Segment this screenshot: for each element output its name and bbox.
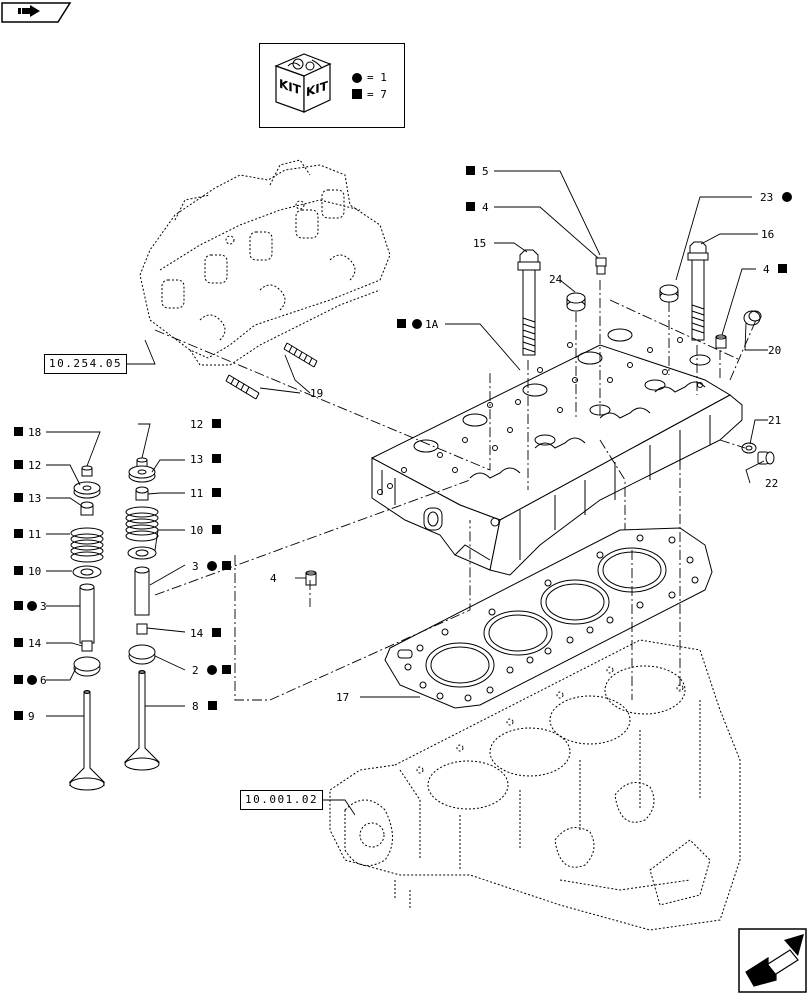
exhaust-manifold-drawing — [139, 159, 391, 366]
callout-10-right: 10 — [190, 524, 203, 537]
plug-5 — [595, 257, 607, 275]
head-gasket-drawing — [384, 527, 713, 709]
callout-18: 18 — [28, 426, 41, 439]
cylinder-head-valve-seats — [469, 381, 706, 479]
callout-19: 19 — [310, 387, 323, 400]
washer-21 — [741, 442, 757, 454]
previous-page-icon[interactable] — [0, 0, 72, 28]
callout-20: 20 — [768, 344, 781, 357]
callout-12-left: 12 — [28, 459, 41, 472]
kit-legend: KIT KIT = 1 = 7 — [259, 43, 405, 128]
cylinder-head-drawing — [370, 328, 743, 576]
callout-17: 17 — [336, 691, 349, 704]
cup-plug-20 — [743, 310, 762, 326]
callout-6: 6 — [40, 674, 47, 687]
callout-24: 24 — [549, 273, 563, 286]
kit-box-icon — [274, 53, 362, 113]
kit-markers — [14, 166, 792, 720]
callout-13-right: 13 — [190, 453, 203, 466]
manifold-studs — [225, 342, 318, 400]
callout-9: 9 — [28, 710, 35, 723]
cylinder-head-small-holes — [401, 337, 703, 473]
callout-23: 23 — [760, 191, 773, 204]
callout-2: 2 — [192, 664, 199, 677]
next-page-icon[interactable] — [738, 928, 808, 998]
dowel-4-top — [715, 334, 727, 349]
callout-1a: 1A — [425, 318, 439, 331]
kit-legend-circle-count: = 1 — [367, 71, 387, 84]
head-bolt-left — [517, 249, 541, 356]
callout-10-left: 10 — [28, 565, 41, 578]
right-valve-train — [123, 457, 161, 771]
callout-15: 15 — [473, 237, 486, 250]
head-gasket-holes — [404, 534, 699, 702]
callout-5: 5 — [482, 165, 489, 178]
callout-16: 16 — [761, 228, 774, 241]
callout-14-left: 14 — [28, 637, 42, 650]
left-valve-train — [68, 465, 106, 791]
callout-labels: 5 4 15 24 23 16 4 20 1A 19 21 22 18 12 1… — [28, 165, 781, 723]
callout-4-right: 4 — [763, 263, 770, 276]
head-bolt-right — [687, 241, 709, 341]
callout-12-right: 12 — [190, 418, 203, 431]
dowel-4-mid — [305, 570, 317, 586]
callout-4-top: 4 — [482, 201, 489, 214]
engine-block-drawing — [329, 639, 741, 931]
assembly-lines — [154, 280, 757, 701]
callout-21: 21 — [768, 414, 781, 427]
plug-22 — [757, 451, 775, 465]
callout-13-left: 13 — [28, 492, 41, 505]
cup-plug-24 — [566, 292, 586, 312]
engine-block-reference-link[interactable]: 10.001.02 — [240, 790, 324, 810]
leader-lines — [46, 170, 768, 816]
callout-14-right: 14 — [190, 627, 204, 640]
callout-3-left: 3 — [40, 600, 47, 613]
callout-11-left: 11 — [28, 528, 41, 541]
kit-legend-square-count: = 7 — [367, 88, 387, 101]
cylinder-head-ports — [413, 328, 711, 453]
callout-3-right: 3 — [192, 560, 199, 573]
callout-4-mid: 4 — [270, 572, 277, 585]
callout-22: 22 — [765, 477, 778, 490]
cup-plug-23 — [659, 284, 679, 303]
manifold-reference-link[interactable]: 10.254.05 — [44, 354, 128, 374]
callout-8: 8 — [192, 700, 199, 713]
callout-11-right: 11 — [190, 487, 203, 500]
